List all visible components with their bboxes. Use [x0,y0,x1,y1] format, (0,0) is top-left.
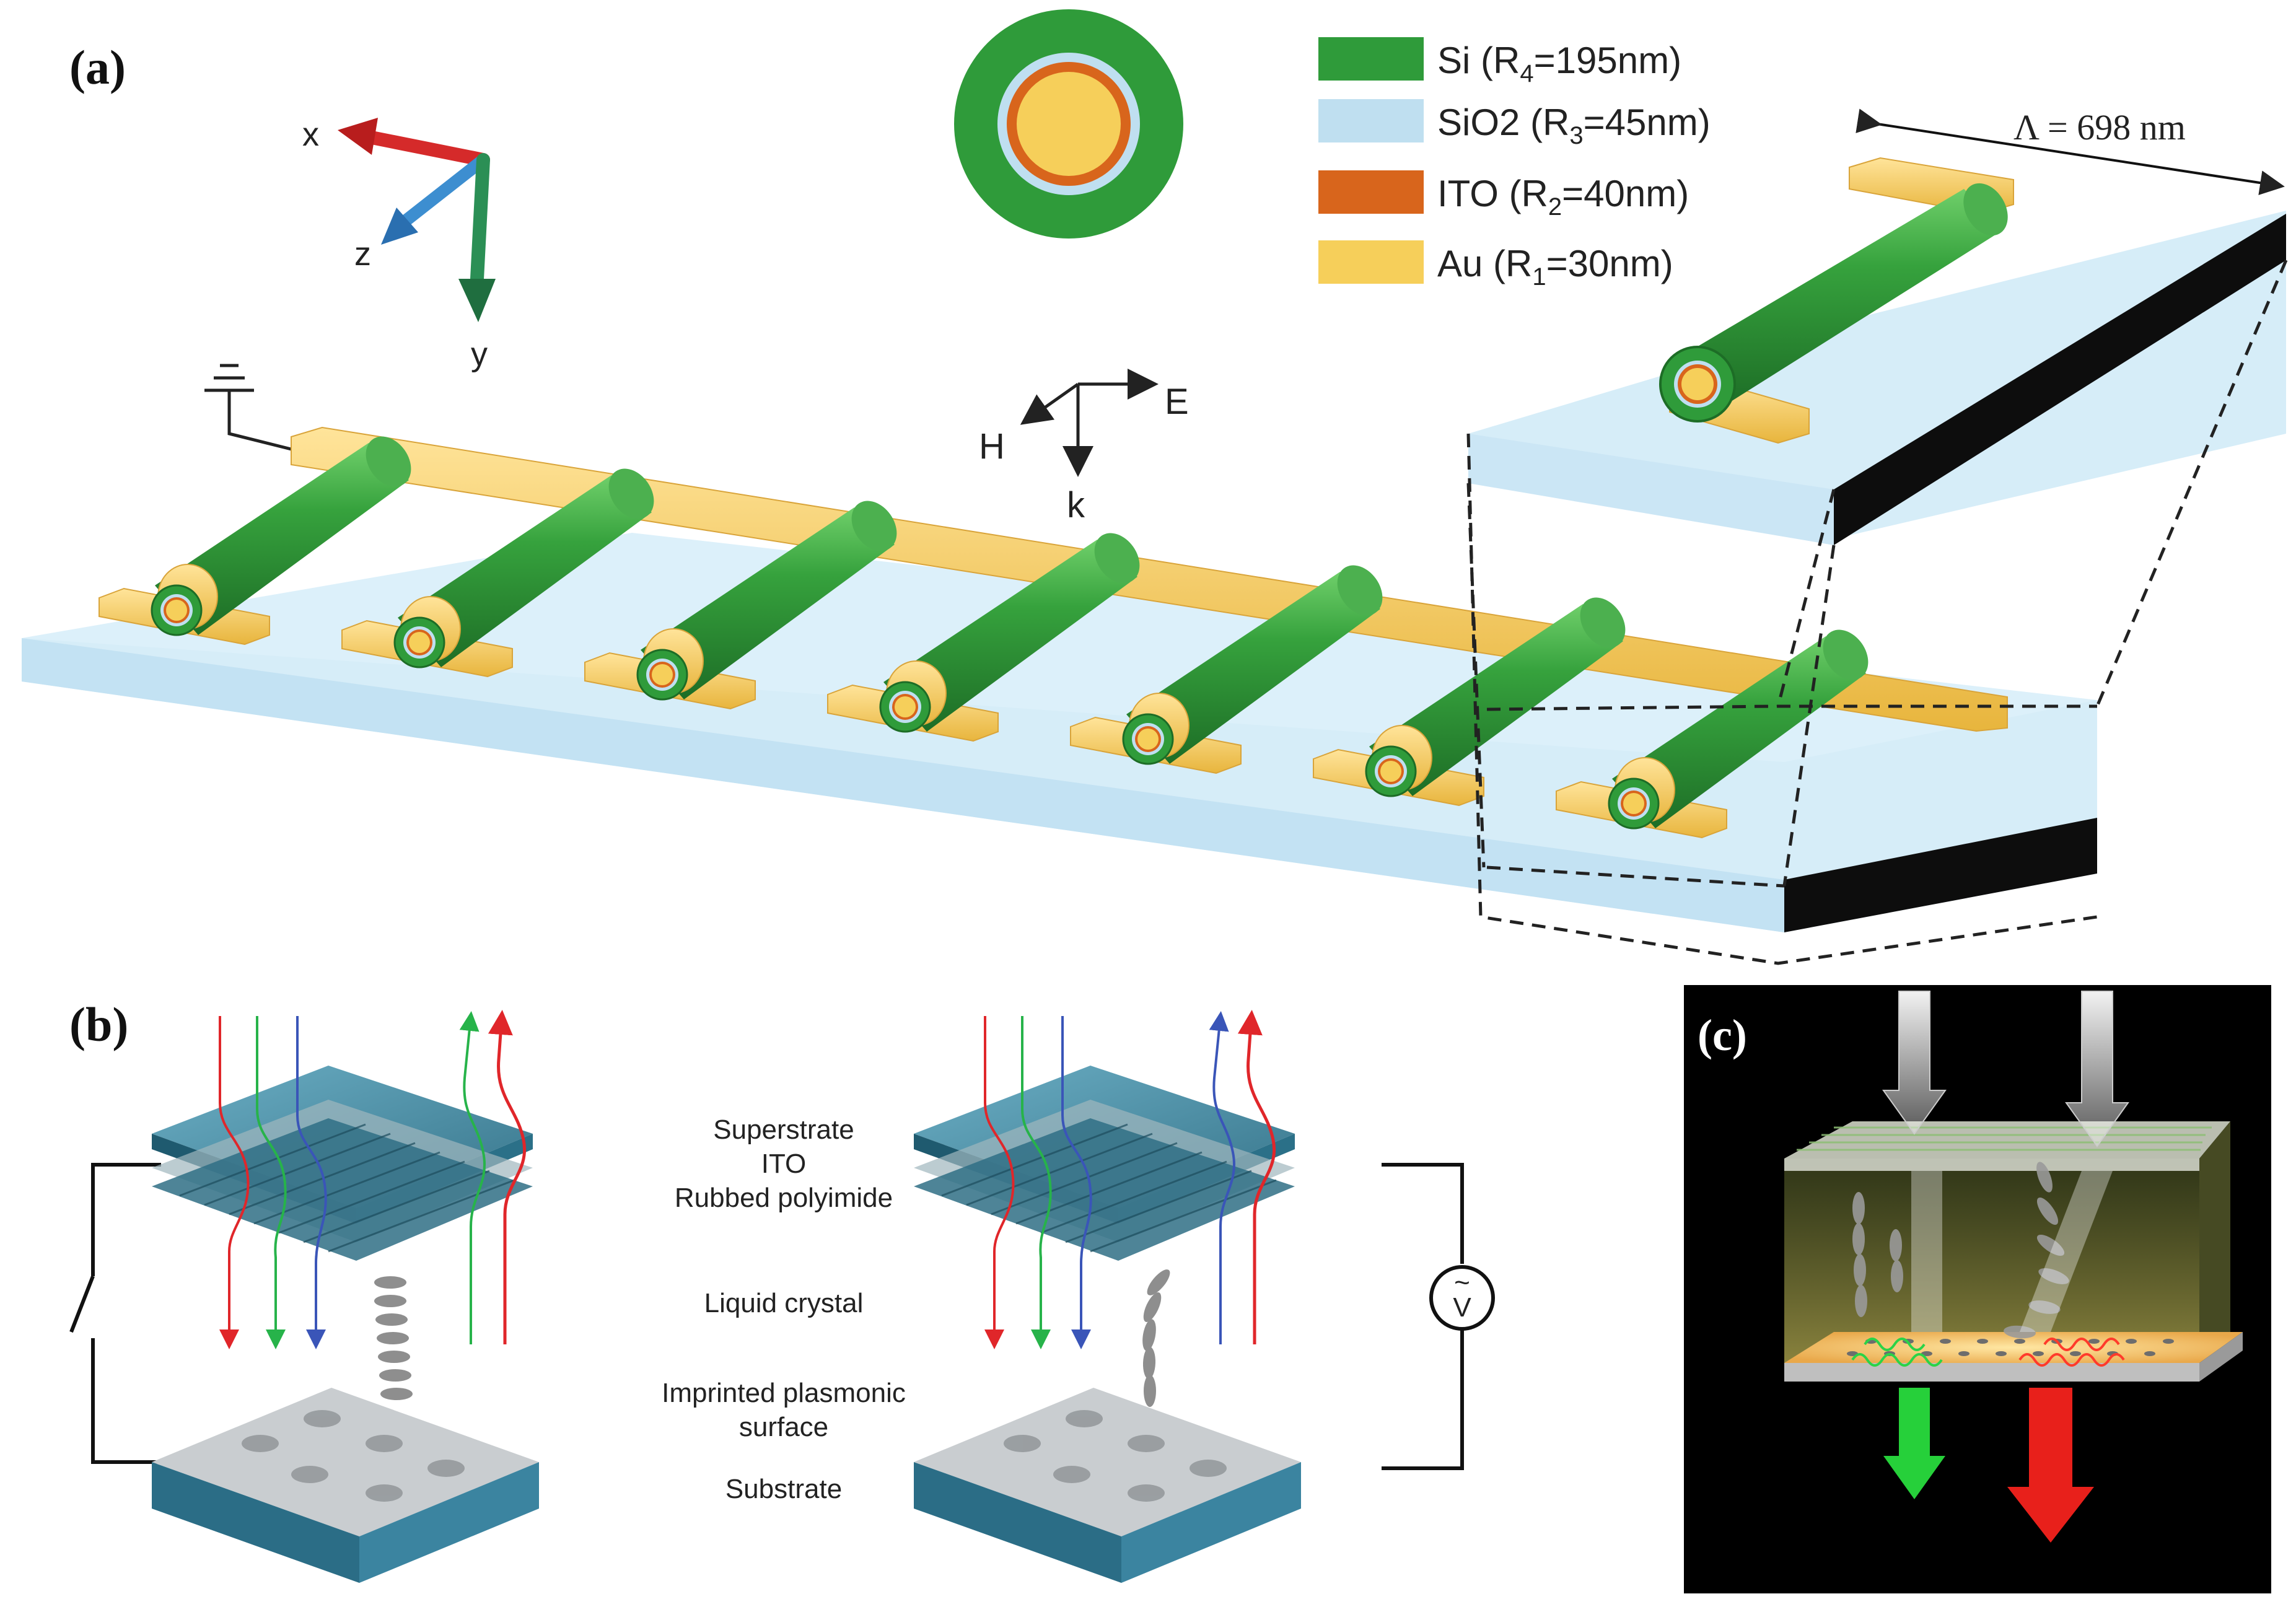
legend-label-ito: ITO (R2=40nm) [1437,173,1689,221]
open-switch [69,1275,95,1333]
si-cylinder [398,475,652,667]
red-output-arrow [2007,1388,2094,1543]
legend-swatch-sio2 [1318,99,1424,142]
label-imprinted-plasmonic: Imprinted plasmonic [662,1378,906,1408]
si-cylinder [1369,604,1623,796]
y-axis-arrow [470,153,490,286]
nanowire-5 [1070,565,1383,774]
field-direction-triad: E H k [979,369,1189,525]
ac-source-letter: V [1453,1292,1471,1323]
lc-device-off [152,1010,539,1583]
legend-swatch-ito [1318,170,1424,214]
axes-triad: x z y [302,116,496,373]
label-surface: surface [739,1412,828,1442]
x-axis-label: x [302,116,319,153]
x-axis-arrow [365,131,490,167]
z-axis-label: z [354,235,371,273]
lc-molecules [1852,1162,2069,1339]
plasmon-waves [1851,1338,2125,1367]
panel-a: (a) x z y Si (R4=195nm) SiO2 (R3=45nm) [22,9,2288,965]
ac-source-tilde: ~ [1454,1268,1470,1298]
panel-c-label: (c) [1698,1010,1747,1060]
nanowire-array [99,436,1869,839]
label-ito: ITO [761,1149,807,1179]
layer-labels: Superstrate ITO Rubbed polyimide Liquid … [662,1115,906,1504]
bottom-substrate [1784,1363,2199,1382]
label-liquid-crystal: Liquid crystal [704,1288,864,1318]
panel-b-label: (b) [69,997,128,1051]
si-cylinder [1126,572,1380,764]
plasmonic-surface [152,1388,539,1536]
legend-label-au: Au (R1=30nm) [1437,243,1673,291]
material-legend: Si (R4=195nm) SiO2 (R3=45nm) ITO (R2=40n… [1318,37,1711,291]
period-arrow [1856,108,2285,195]
nanowire-3 [584,501,897,710]
inset-nanowire [1676,189,2004,409]
lc-cell-volume [1784,1159,2199,1363]
panel-b: (b) ~ V [69,997,1495,1583]
legend-label-si: Si (R4=195nm) [1437,40,1681,87]
incoming-beams [1882,991,2129,1332]
y-axis-head [458,279,496,322]
y-axis-label: y [471,336,488,373]
zoom-projection-lines [1466,260,2288,965]
substrate-edge-dark [1784,818,2097,932]
nanowire-6 [1313,597,1626,807]
ground-symbol [204,364,292,451]
legend-label-sio2: SiO2 (R3=45nm) [1437,102,1711,149]
plasmonic-surface-on [914,1388,1301,1536]
nanowire-4 [827,533,1140,742]
z-axis-head [381,208,418,245]
label-superstrate: Superstrate [713,1115,854,1145]
si-cylinder [641,507,895,699]
si-cylinder [1612,636,1866,828]
legend-swatch-si [1318,37,1424,81]
green-output-arrow [1883,1388,1945,1499]
nanowire-1 [99,436,411,646]
zoom-inset: Λ = 698 nm [1466,107,2288,965]
si-cylinder [155,443,409,635]
ac-voltage-source [1429,1265,1495,1331]
period-label: Λ = 698 nm [2013,107,2186,147]
panel-c: (c) [1684,985,2271,1593]
panel-a-label: (a) [69,40,126,94]
substrate-block [152,1462,359,1583]
k-vector-label: k [1067,485,1085,525]
z-axis-arrow [397,154,489,229]
e-field-label: E [1165,382,1189,422]
legend-swatch-au [1318,240,1424,284]
si-cylinder [883,540,1137,732]
core-shell-cross-section [954,9,1183,239]
inset-edge-dark [1834,214,2286,545]
nanowire-7 [1556,629,1869,839]
nanowire-2 [341,468,654,678]
label-substrate: Substrate [725,1474,842,1504]
au-core [1017,72,1121,176]
lc-device-on [914,1010,1301,1583]
label-rubbed-polyimide: Rubbed polyimide [675,1183,893,1213]
h-field-label: H [979,426,1005,467]
x-axis-head [338,118,378,155]
circuit-wires [69,1163,1464,1470]
